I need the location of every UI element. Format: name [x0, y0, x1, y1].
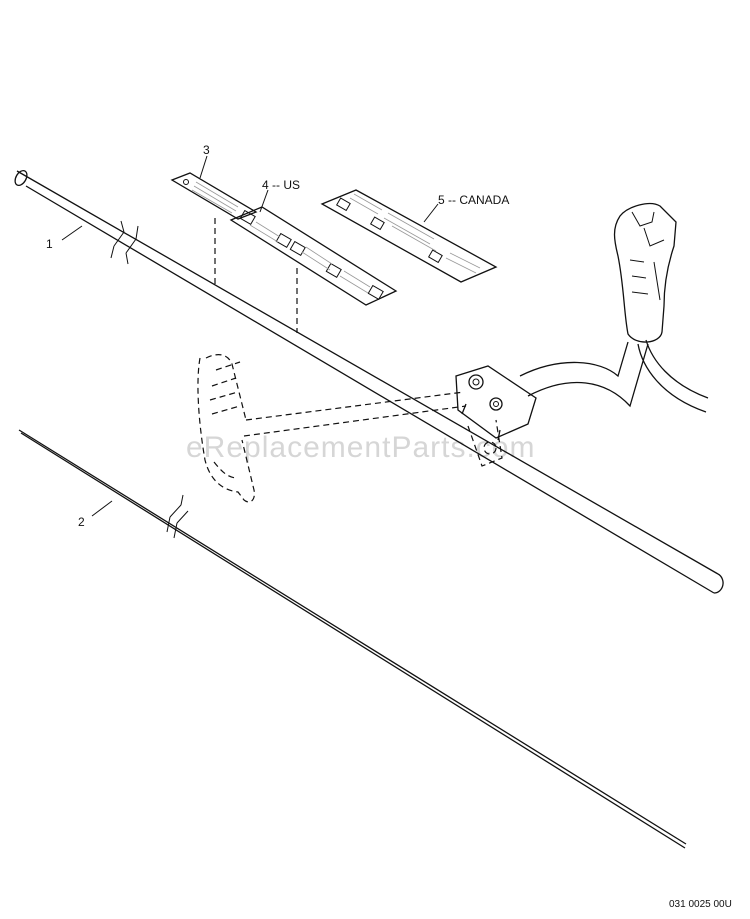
callout-4: 4 -- US [262, 178, 300, 192]
decal-part-3[interactable] [170, 172, 258, 286]
leader-line-2 [91, 500, 113, 517]
leader-line-5 [423, 203, 439, 223]
leader-line-1 [61, 225, 83, 241]
decal-part-5-canada[interactable] [320, 189, 498, 283]
throttle-handle [519, 202, 709, 413]
drive-shaft-tube[interactable] [13, 169, 724, 594]
handle-clamp [455, 365, 537, 467]
decal-part-4-us[interactable] [229, 206, 398, 333]
loop-handle [197, 354, 467, 503]
drive-shaft-rod[interactable] [18, 429, 687, 849]
callout-2: 2 [78, 515, 85, 529]
watermark-text: eReplacementParts.com [186, 431, 535, 464]
callout-1: 1 [46, 237, 53, 251]
callout-5: 5 -- CANADA [438, 193, 509, 207]
callout-3: 3 [203, 143, 210, 157]
leader-line-4 [259, 189, 269, 213]
figure-code: 031 0025 00U [669, 899, 732, 910]
leader-line-3 [199, 155, 208, 179]
